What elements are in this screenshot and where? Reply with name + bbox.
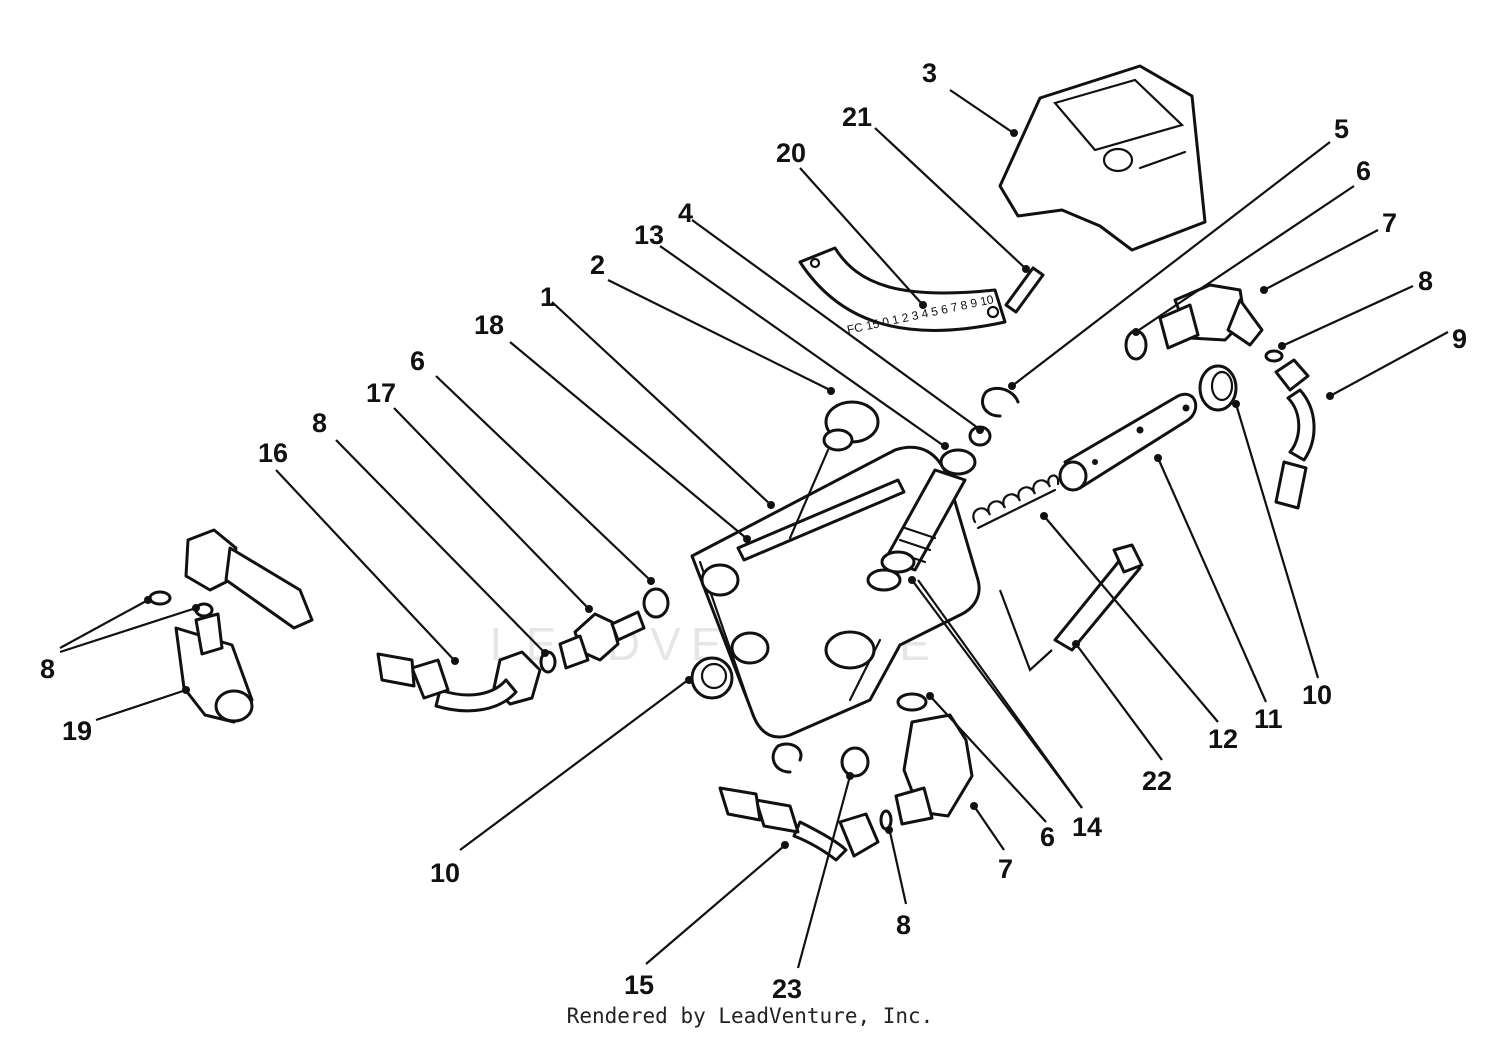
callout-7-lower: 7 <box>998 854 1013 884</box>
part-tube-lower <box>718 786 880 862</box>
part-tube-left <box>376 650 542 713</box>
callout-21: 21 <box>842 102 872 132</box>
callout-11: 11 <box>1254 704 1283 734</box>
callout-1: 1 <box>540 282 555 312</box>
part-elbow-upper <box>1158 283 1264 350</box>
callout-8-left: 8 <box>40 654 55 684</box>
part-tube-upper <box>1274 358 1316 510</box>
footer-credit: Rendered by LeadVenture, Inc. <box>566 1004 934 1028</box>
part-o-ring-left-upper <box>148 590 172 606</box>
leader-lines <box>59 89 1449 969</box>
callout-6-upper: 6 <box>1356 156 1371 186</box>
part-spring <box>972 474 1060 530</box>
callout-12: 12 <box>1208 724 1238 754</box>
callout-6-lower: 6 <box>1040 822 1055 852</box>
part-elbow-left <box>184 528 314 630</box>
part-snap-ring-upper <box>981 386 1020 418</box>
callout-19: 19 <box>62 716 92 746</box>
part-o-ring-upper-8 <box>1264 349 1284 363</box>
part-scale-plate: FC 15 0 1 2 3 4 5 6 7 8 9 10 <box>798 246 1007 337</box>
callout-16: 16 <box>258 438 288 468</box>
part-spool <box>1058 392 1198 492</box>
part-plug-right <box>1198 364 1238 412</box>
part-tee-fitting <box>174 612 254 724</box>
callout-17: 17 <box>366 378 396 408</box>
callout-6-mid: 6 <box>410 346 425 376</box>
part-elbow-lower <box>894 713 974 826</box>
part-knob <box>788 400 880 540</box>
part-o-rings <box>866 550 916 592</box>
callout-10-upper: 10 <box>1302 680 1332 710</box>
callout-8-lower: 8 <box>896 910 911 940</box>
callout-8-upper: 8 <box>1418 266 1433 296</box>
callout-22: 22 <box>1142 766 1172 796</box>
part-plug-23 <box>840 746 870 778</box>
callout-5: 5 <box>1334 114 1349 144</box>
part-plug-left <box>690 656 734 700</box>
callout-2: 2 <box>590 250 605 280</box>
callout-15: 15 <box>624 970 654 1000</box>
part-o-ring-lower-6 <box>896 692 928 712</box>
part-pin <box>1004 266 1045 314</box>
callout-20: 20 <box>776 138 806 168</box>
callout-4: 4 <box>678 198 693 228</box>
part-o-ring-mid-6 <box>642 587 670 619</box>
part-snap-ring-lower <box>771 742 803 774</box>
part-cover <box>998 64 1207 252</box>
callout-14: 14 <box>1072 812 1102 842</box>
callout-7-upper: 7 <box>1382 208 1397 238</box>
callout-9: 9 <box>1452 324 1467 354</box>
part-bolt <box>1053 543 1144 652</box>
callout-labels: 3 21 20 5 6 7 8 9 4 13 2 1 18 6 17 8 16 … <box>40 58 1467 1004</box>
callout-13: 13 <box>634 220 664 250</box>
callout-10-lower: 10 <box>430 858 460 888</box>
callout-8-mid: 8 <box>312 408 327 438</box>
callout-18: 18 <box>474 310 504 340</box>
callout-23: 23 <box>772 974 802 1004</box>
part-fitting-17 <box>558 610 646 670</box>
callout-3: 3 <box>922 58 937 88</box>
